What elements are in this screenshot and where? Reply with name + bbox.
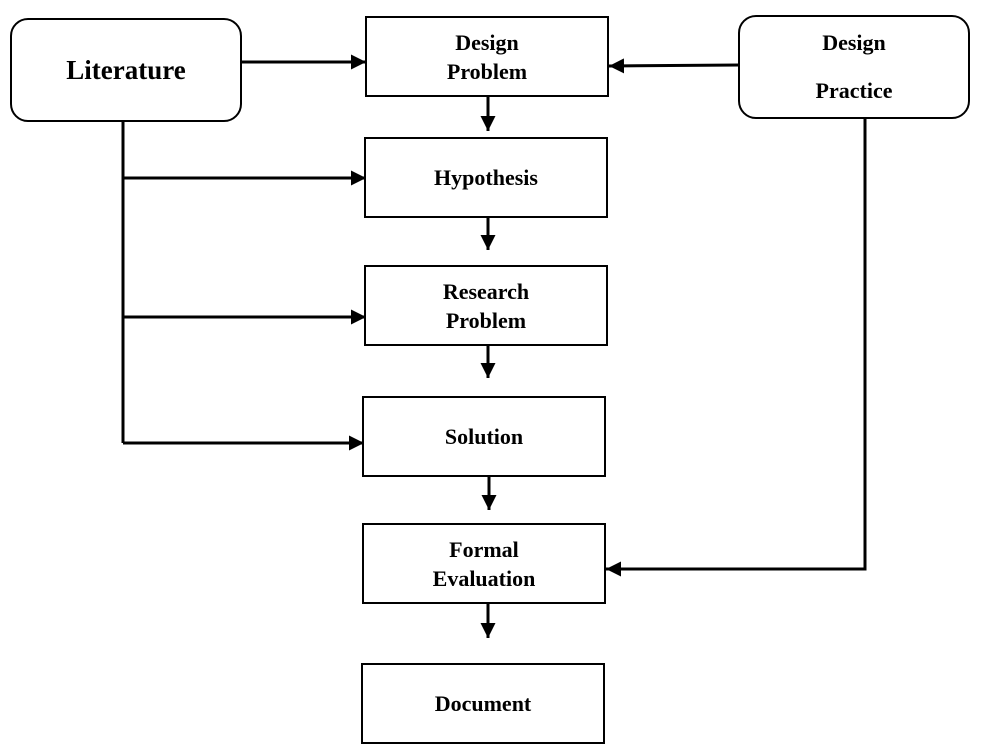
formal-evaluation-label: Formal Evaluation xyxy=(433,535,536,593)
hypothesis-text: Hypothesis xyxy=(434,165,538,190)
edge-design-practice-to-formal-evaluation xyxy=(606,119,867,577)
design-practice-node: Design Practice xyxy=(738,15,970,119)
formal-evaluation-text-line-1: Formal xyxy=(449,536,519,562)
design-problem-text-line-2: Problem xyxy=(446,58,528,84)
document-label: Document xyxy=(435,689,532,718)
design-problem-node: Design Problem xyxy=(365,16,609,97)
solution-text: Solution xyxy=(444,424,524,449)
design-practice-text-line-2: Practice xyxy=(815,78,893,103)
formal-evaluation-node: Formal Evaluation xyxy=(362,523,606,604)
solution-node: Solution xyxy=(362,396,606,477)
formal-evaluation-text-line-2: Evaluation xyxy=(432,565,536,591)
research-problem-label: Research Problem xyxy=(443,277,529,335)
solution-label: Solution xyxy=(445,422,523,451)
design-problem-text-line-1: Design xyxy=(455,29,519,55)
research-problem-text-line-2: Problem xyxy=(445,307,527,333)
literature-label: Literature xyxy=(66,54,185,86)
hypothesis-node: Hypothesis xyxy=(364,137,608,218)
literature-node: Literature xyxy=(10,18,242,122)
document-node: Document xyxy=(361,663,605,744)
edge-design-practice-to-design-problem xyxy=(608,58,741,74)
design-practice-label: Design Practice xyxy=(816,19,893,115)
research-problem-text-line-1: Research xyxy=(442,278,530,304)
document-text: Document xyxy=(434,691,532,716)
hypothesis-label: Hypothesis xyxy=(434,163,538,192)
research-problem-node: Research Problem xyxy=(364,265,608,346)
design-practice-text-line-1: Design xyxy=(822,30,886,55)
literature-text: Literature xyxy=(66,55,186,85)
design-problem-label: Design Problem xyxy=(447,28,527,86)
